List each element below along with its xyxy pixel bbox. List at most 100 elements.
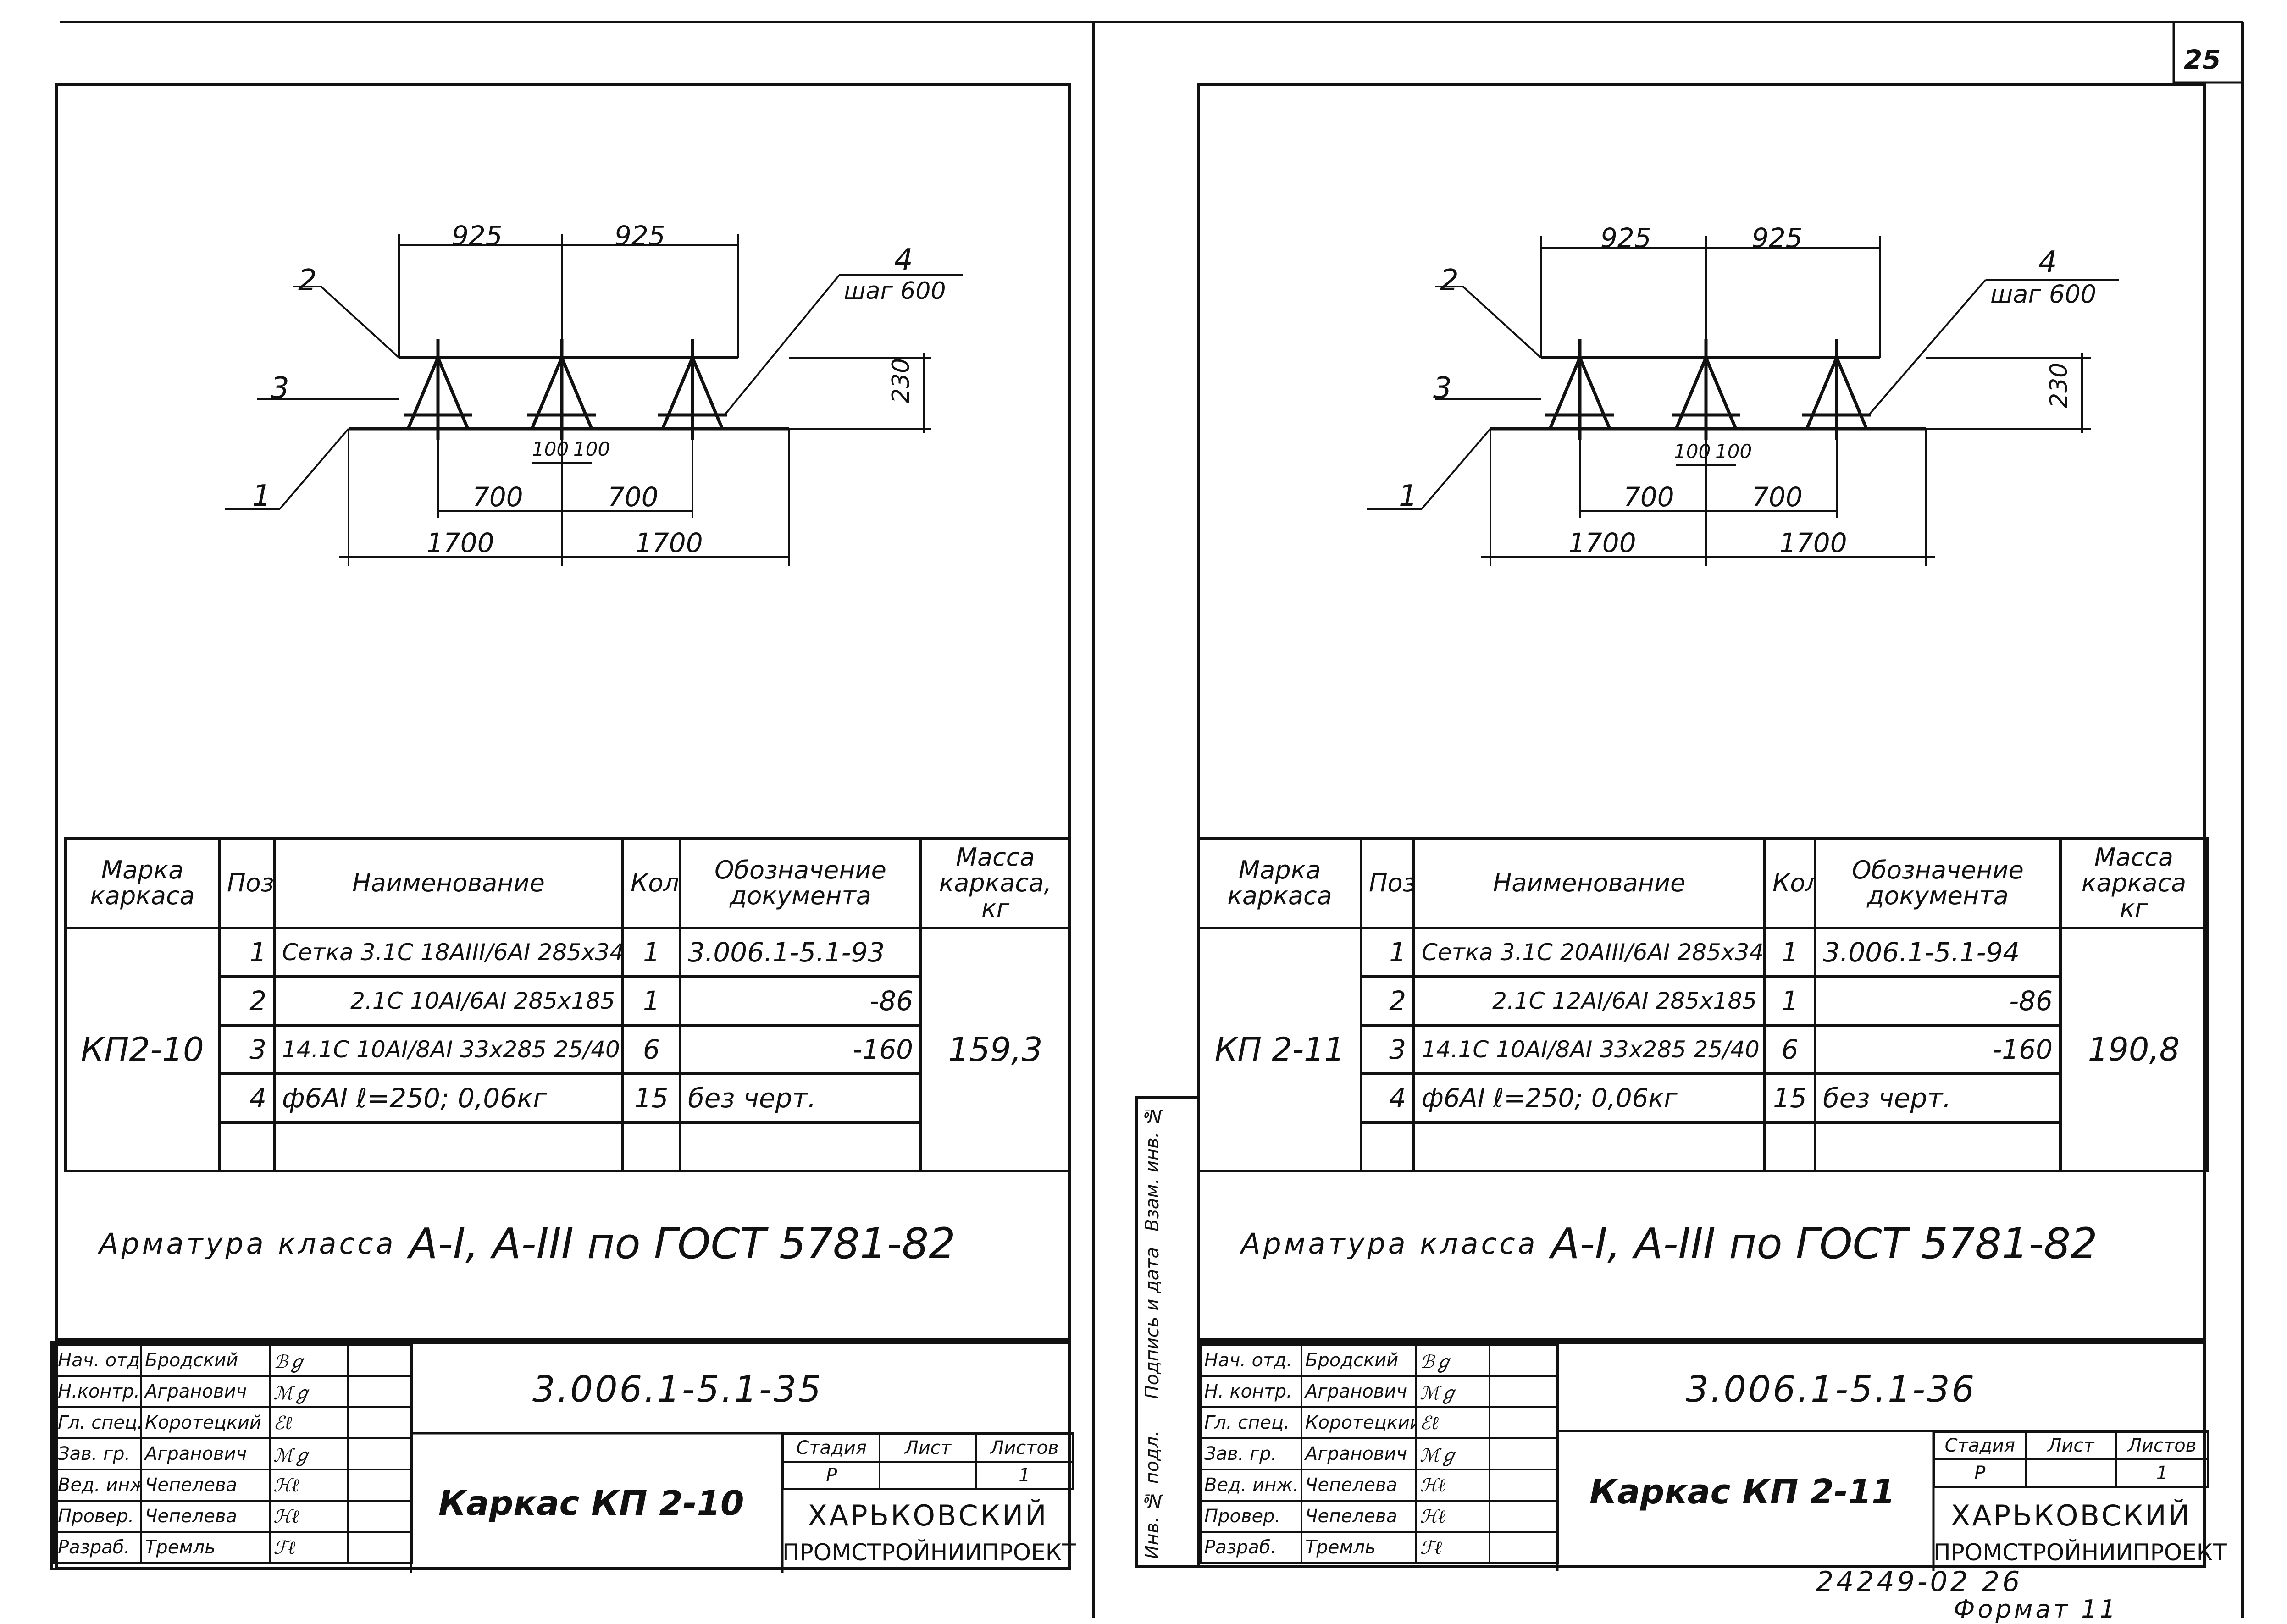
stamp-person: Коротецкий [140, 1406, 271, 1439]
stamp-role: Вед. инж. [1200, 1469, 1302, 1502]
row-pos: 2 [1360, 975, 1415, 1027]
row-qty: 6 [1763, 1024, 1816, 1075]
note-main: A-I, A-III по ГОСТ 5781-82 [1551, 1219, 2098, 1268]
signature: ℳℊ [269, 1437, 349, 1470]
row-qty: 15 [621, 1072, 681, 1124]
spec-row: КП2-10 1 Сетка 3.1С 18AIII/6AI 285x340 2… [64, 927, 1071, 1172]
stamp-role: Н. контр. [1200, 1375, 1302, 1408]
row-qty: 1 [1763, 927, 1816, 978]
doc-code-left: 3.006.1-5.1-35 [532, 1369, 823, 1410]
bottom-dim-right-1: 1700 [1568, 527, 1636, 558]
archive-number: 24249-02 26 [1816, 1566, 2023, 1598]
mid-dim-right-1: 700 [1623, 481, 1674, 513]
row-doc: -86 [1814, 975, 2062, 1027]
pos-label-4-left: 4 [894, 243, 913, 277]
sheet-right [1197, 83, 2206, 1568]
stamp-role: Гл. спец. [1200, 1406, 1302, 1439]
spec-row: 4 ф6AI ℓ=250; 0,06кг 15 без черт. [1198, 1072, 2207, 1124]
spec-header-row: Марка каркаса Поз. Наименование Кол. Обо… [64, 837, 1071, 929]
signature: ℳℊ [269, 1375, 349, 1408]
row-qty: 1 [1763, 975, 1816, 1027]
row-doc: -160 [1814, 1024, 2062, 1075]
note-prefix: Арматура класса [99, 1226, 396, 1260]
row-name: 14.1С 10AI/8AI 33x285 25/40 [1412, 1024, 1766, 1075]
spec-row: КП 2-11 1 Сетка 3.1С 20AIII/6AI 285x340 … [1197, 927, 2209, 1172]
stage-header: Стадия [1933, 1431, 2027, 1460]
org-line-2: ПРОМСТРОЙНИИПРОЕКТ [1933, 1539, 2227, 1566]
stamp-person: Агранович [140, 1375, 271, 1408]
sheet-value [879, 1461, 977, 1490]
small-dim-left-2: 100 [573, 438, 610, 460]
header-doc: Обозначение документа [1814, 837, 2062, 929]
row-qty: 6 [621, 1024, 681, 1075]
stamp-role: Гл. спец. [53, 1406, 142, 1439]
header-pos: Поз. [1360, 837, 1415, 929]
header-mass: Масса каркаса, кг [919, 837, 1071, 929]
org-line-1: ХАРЬКОВСКИЙ [808, 1499, 1048, 1532]
stage-header: Стадия [782, 1433, 881, 1463]
organization-right: ХАРЬКОВСКИЙ ПРОМСТРОЙНИИПРОЕКТ [1933, 1497, 2227, 1571]
row-pos: 4 [1360, 1072, 1415, 1124]
spec-row-empty [66, 1121, 1070, 1172]
header-qty: Кол. [621, 837, 681, 929]
row-doc: -160 [679, 1024, 922, 1075]
row-doc: 3.006.1-5.1-94 [1814, 927, 2062, 978]
spec-row: 4 ф6AI ℓ=250; 0,06кг 15 без черт. [66, 1072, 1070, 1124]
signature: ℱℓ [269, 1531, 349, 1564]
pos-label-2-left: 2 [298, 264, 317, 298]
frame-mark: КП 2-11 [1197, 927, 1362, 1172]
bottom-dim-left-2: 1700 [635, 527, 703, 558]
stamp-role: Вед. инж. [53, 1469, 142, 1502]
row-pos: 1 [218, 927, 276, 978]
stamp-person: Чепелева [1301, 1500, 1417, 1533]
org-line-2: ПРОМСТРОЙНИИПРОЕКТ [782, 1539, 1076, 1566]
stamp-role: Разраб. [53, 1531, 142, 1564]
org-line-1: ХАРЬКОВСКИЙ [1950, 1499, 2192, 1532]
dim-top-left-2: 925 [615, 220, 665, 251]
steel-class-note-right: Арматура класса A-I, A-III по ГОСТ 5781-… [1197, 1149, 2206, 1341]
pitch-label-left: шаг 600 [844, 277, 946, 305]
stamp-role: Зав. гр. [53, 1437, 142, 1470]
sheets-header: Листов [2115, 1431, 2209, 1460]
organization-left: ХАРЬКОВСКИЙ ПРОМСТРОЙНИИПРОЕКТ [782, 1497, 1076, 1571]
header-mark: Марка каркаса [1197, 837, 1362, 929]
frame-mass: 159,3 [919, 927, 1071, 1172]
side-strip-right [1135, 1096, 1197, 1568]
stamp-person: Чепелева [140, 1469, 271, 1502]
spec-header-row: Марка каркаса Поз. Наименование Кол. Обо… [1197, 837, 2209, 929]
signature: ℳℊ [1415, 1375, 1490, 1408]
signature: ℋℓ [1415, 1500, 1490, 1533]
stamp-role: Нач. отд. [53, 1344, 142, 1377]
sheets-value: 1 [975, 1461, 1074, 1490]
row-doc: -86 [679, 975, 922, 1027]
stamp-person: Чепелева [140, 1500, 271, 1533]
row-pos: 3 [1360, 1024, 1415, 1075]
stamp-person: Чепелева [1301, 1469, 1417, 1502]
stamp-role: Разраб. [1200, 1531, 1302, 1564]
format-note: Формат 11 [1954, 1595, 2118, 1624]
drawing-title-left: Каркас КП 2-10 [438, 1484, 744, 1523]
pos-label-3-left: 3 [271, 371, 289, 405]
sheet-value [2024, 1458, 2118, 1488]
stamp-person: Коротецкий [1301, 1406, 1417, 1439]
header-mark: Марка каркаса [64, 837, 221, 929]
row-name: Сетка 3.1С 18AIII/6AI 285x340 200/25 [273, 927, 624, 978]
header-qty: Кол. [1763, 837, 1816, 929]
stamp-person: Тремль [1301, 1531, 1417, 1564]
stamp-role: Зав. гр. [1200, 1437, 1302, 1470]
note-prefix: Арматура класса [1241, 1226, 1538, 1260]
header-name: Наименование [1412, 837, 1766, 929]
row-name: ф6AI ℓ=250; 0,06кг [1412, 1072, 1766, 1124]
stamp-role: Нач. отд. [1200, 1344, 1302, 1377]
